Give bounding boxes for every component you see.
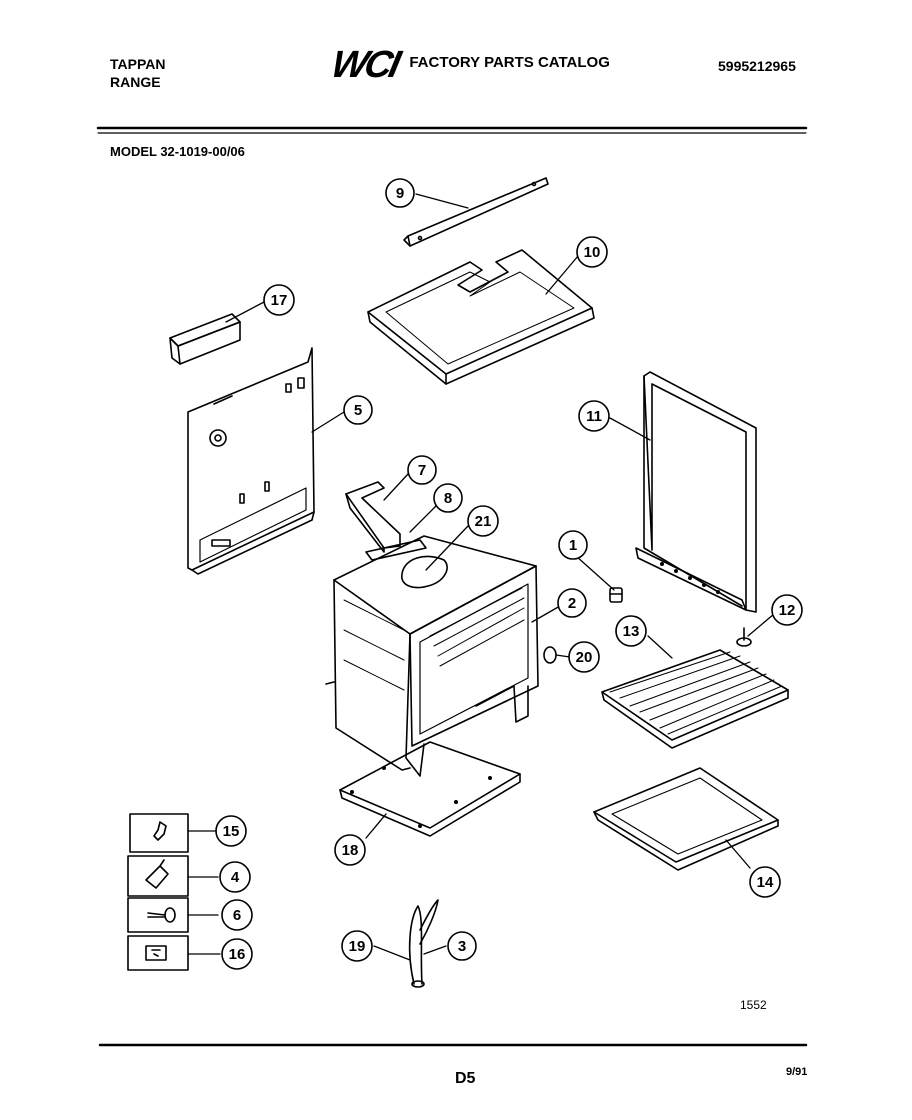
svg-text:4: 4 xyxy=(231,869,240,886)
svg-text:9: 9 xyxy=(396,185,404,202)
callout-13: 13 xyxy=(615,615,647,647)
svg-text:15: 15 xyxy=(223,823,240,840)
callout-18: 18 xyxy=(334,834,366,866)
diagram-code: 1552 xyxy=(740,998,767,1012)
svg-text:19: 19 xyxy=(349,938,366,955)
callout-leaders xyxy=(187,193,775,961)
callout-2: 2 xyxy=(557,588,587,618)
part-9-strap xyxy=(403,177,549,247)
callout-14: 14 xyxy=(749,866,781,898)
callout-3: 3 xyxy=(447,931,477,961)
callout-10: 10 xyxy=(576,236,608,268)
callout-6: 6 xyxy=(221,899,253,931)
header-rule xyxy=(96,126,808,134)
part-10-top-panel xyxy=(367,249,595,385)
part-14-broiler-pan xyxy=(593,767,779,871)
part-5-back-panel xyxy=(187,347,315,575)
callout-12: 12 xyxy=(771,594,803,626)
svg-text:17: 17 xyxy=(271,292,288,309)
svg-text:13: 13 xyxy=(623,623,640,640)
part-13-oven-rack xyxy=(601,649,789,749)
product-type: RANGE xyxy=(110,74,161,90)
part-12-leveling-foot xyxy=(736,627,752,647)
hardware-box-16 xyxy=(127,935,189,971)
callout-19: 19 xyxy=(341,930,373,962)
hardware-box-4 xyxy=(127,855,189,897)
hardware-box-6 xyxy=(127,897,189,933)
part-11-side-panel xyxy=(635,371,757,613)
svg-text:2: 2 xyxy=(568,595,576,612)
part-19-3-wire-harness xyxy=(408,899,439,988)
callout-15: 15 xyxy=(215,815,247,847)
svg-text:8: 8 xyxy=(444,490,452,507)
svg-text:20: 20 xyxy=(576,649,593,666)
callout-8: 8 xyxy=(433,483,463,513)
svg-text:5: 5 xyxy=(354,402,362,419)
svg-text:21: 21 xyxy=(475,513,492,530)
hardware-box-15 xyxy=(129,813,189,853)
callout-7: 7 xyxy=(407,455,437,485)
catalog-title: FACTORY PARTS CATALOG xyxy=(409,54,610,71)
svg-text:1: 1 xyxy=(569,537,577,554)
callout-9: 9 xyxy=(385,178,415,208)
callout-badges: 9 10 17 5 11 7 8 21 1 2 12 13 20 15 4 6 … xyxy=(215,178,803,970)
model-number: MODEL 32-1019-00/06 xyxy=(110,144,245,159)
callout-1: 1 xyxy=(558,530,588,560)
svg-text:18: 18 xyxy=(342,842,359,859)
callout-11: 11 xyxy=(578,400,610,432)
callout-16: 16 xyxy=(221,938,253,970)
callout-5: 5 xyxy=(343,395,373,425)
svg-text:3: 3 xyxy=(458,938,466,955)
callout-17: 17 xyxy=(263,284,295,316)
part-7-bracket xyxy=(345,481,401,553)
catalog-part-number: 5995212965 xyxy=(718,58,796,74)
callout-21: 21 xyxy=(467,505,499,537)
part-8-channel xyxy=(365,539,427,561)
catalog-header: WCI FACTORY PARTS CATALOG xyxy=(328,44,610,87)
part-1-plug xyxy=(609,587,623,603)
svg-text:6: 6 xyxy=(233,907,241,924)
svg-text:12: 12 xyxy=(779,602,796,619)
callout-4: 4 xyxy=(219,861,251,893)
part-20-ring xyxy=(543,646,557,664)
page-code: D5 xyxy=(455,1070,476,1087)
brand-label: TAPPAN RANGE xyxy=(110,55,165,91)
callout-20: 20 xyxy=(568,641,600,673)
svg-text:10: 10 xyxy=(584,244,601,261)
brand-name: TAPPAN xyxy=(110,56,166,72)
svg-text:16: 16 xyxy=(229,946,246,963)
part-2-oven-body xyxy=(325,535,539,777)
part-18-bottom-panel xyxy=(339,741,521,837)
part-21-insulation xyxy=(401,555,448,589)
part-17-trim xyxy=(169,313,241,365)
svg-text:14: 14 xyxy=(757,874,774,891)
page-date: 9/91 xyxy=(786,1066,808,1078)
svg-text:11: 11 xyxy=(586,408,602,425)
svg-text:7: 7 xyxy=(418,462,426,479)
